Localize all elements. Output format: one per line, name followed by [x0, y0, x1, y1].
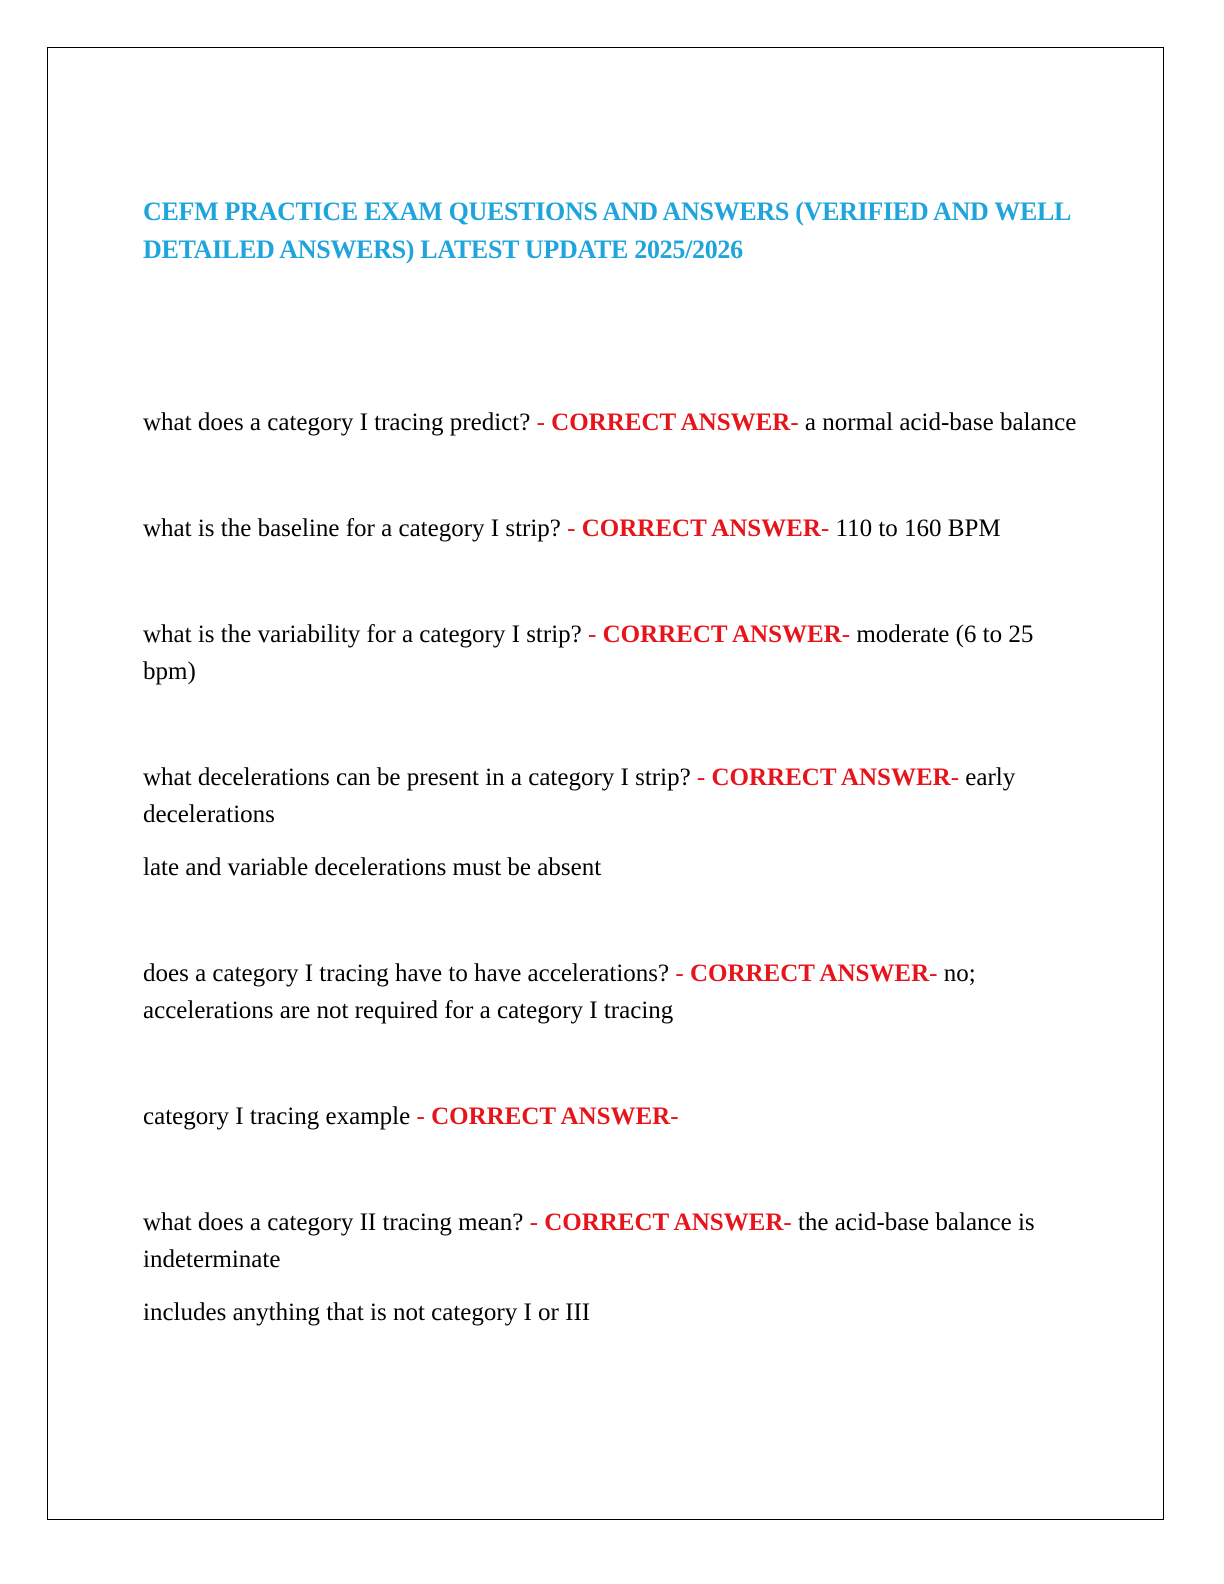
answer-marker: - CORRECT ANSWER-: [675, 960, 944, 987]
qa-item: does a category I tracing have to have a…: [143, 955, 1078, 1029]
page-border: [47, 47, 1164, 1520]
qa-line: what decelerations can be present in a c…: [143, 759, 1078, 833]
question-text: what does a category I tracing predict?: [143, 409, 537, 436]
answer-note: includes anything that is not category I…: [143, 1299, 591, 1326]
qa-line: what does a category I tracing predict? …: [143, 404, 1078, 441]
answer-text: no; accelerations are not required for a…: [143, 960, 976, 1024]
qa-item: what does a category II tracing mean? - …: [143, 1204, 1078, 1331]
qa-line: what is the variability for a category I…: [143, 616, 1078, 690]
qa-line: does a category I tracing have to have a…: [143, 955, 1078, 1029]
question-text: what decelerations can be present in a c…: [143, 764, 697, 791]
qa-item: what does a category I tracing predict? …: [143, 404, 1078, 441]
answer-marker: - CORRECT ANSWER-: [696, 764, 966, 791]
document-body: CEFM PRACTICE EXAM QUESTIONS AND ANSWERS…: [143, 193, 1078, 1400]
answer-marker: - CORRECT ANSWER-: [536, 409, 805, 436]
answer-text: moderate (6 to 25 bpm): [143, 621, 1034, 685]
answer-text: 110 to 160 BPM: [835, 515, 1001, 542]
question-text: what does a category II tracing mean?: [143, 1209, 530, 1236]
qa-line: what does a category II tracing mean? - …: [143, 1204, 1078, 1278]
answer-note: late and variable decelerations must be …: [143, 854, 602, 881]
question-text: category I tracing example: [143, 1103, 417, 1130]
qa-list: what does a category I tracing predict? …: [143, 404, 1078, 1331]
question-text: what is the variability for a category I…: [143, 621, 588, 648]
qa-item: what decelerations can be present in a c…: [143, 759, 1078, 886]
qa-line: what is the baseline for a category I st…: [143, 510, 1078, 547]
qa-item: what is the variability for a category I…: [143, 616, 1078, 690]
qa-line: category I tracing example - CORRECT ANS…: [143, 1098, 1078, 1135]
answer-marker: - CORRECT ANSWER-: [416, 1103, 679, 1130]
answer-marker: - CORRECT ANSWER-: [567, 515, 836, 542]
answer-text: a normal acid-base balance: [804, 409, 1077, 436]
qa-item: category I tracing example - CORRECT ANS…: [143, 1098, 1078, 1135]
answer-marker: - CORRECT ANSWER-: [587, 621, 857, 648]
question-text: does a category I tracing have to have a…: [143, 960, 676, 987]
question-text: what is the baseline for a category I st…: [143, 515, 568, 542]
answer-text: the acid-base balance is indeterminate: [143, 1209, 1035, 1273]
answer-text: early decelerations: [143, 764, 1016, 828]
qa-item: what is the baseline for a category I st…: [143, 510, 1078, 547]
document-title: CEFM PRACTICE EXAM QUESTIONS AND ANSWERS…: [143, 197, 1070, 264]
answer-marker: - CORRECT ANSWER-: [529, 1209, 798, 1236]
